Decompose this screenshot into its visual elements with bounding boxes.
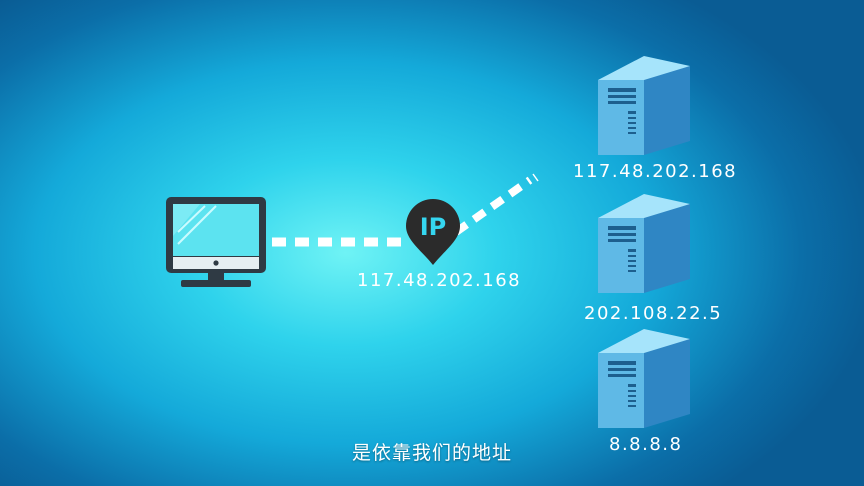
location-pin-icon xyxy=(406,199,460,265)
server-label-1: 117.48.202.168 xyxy=(573,161,738,182)
server-label-2: 202.108.22.5 xyxy=(584,303,723,324)
desktop-monitor-icon xyxy=(166,197,266,287)
server-tower-icon xyxy=(598,56,690,155)
server-label-3: 8.8.8.8 xyxy=(609,434,683,455)
pin-ip-address: 117.48.202.168 xyxy=(357,270,522,291)
pin-text: IP xyxy=(420,213,447,241)
connection-line-pin-server xyxy=(453,176,533,236)
server-tower-icon xyxy=(598,194,690,293)
connection-line-tail xyxy=(532,173,539,182)
video-subtitle: 是依靠我们的地址 xyxy=(351,442,512,464)
server-tower-icon xyxy=(598,329,690,428)
